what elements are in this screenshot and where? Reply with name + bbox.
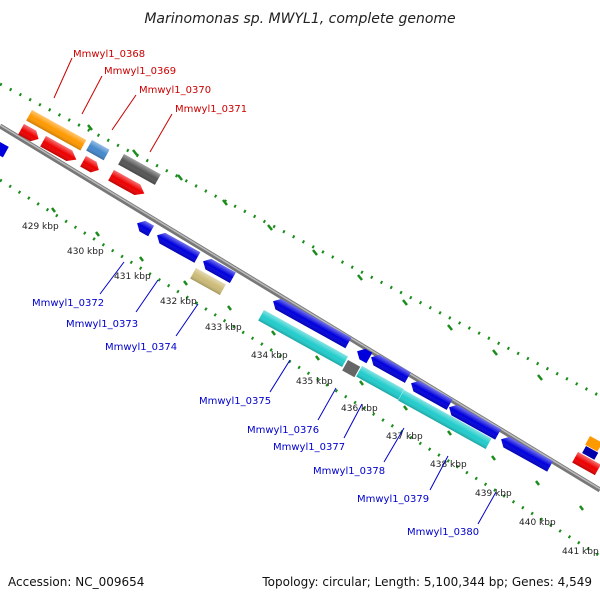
gene-label[interactable]: Mmwyl1_0376 [247, 425, 319, 436]
accession-text: Accession: NC_009654 [8, 575, 144, 589]
top-label-leaders [53, 57, 173, 153]
gene-cyan[interactable] [356, 366, 404, 400]
top-labels: Mmwyl1_0368 Mmwyl1_0369 Mmwyl1_0370 Mmwy… [73, 49, 247, 115]
gene-reverse[interactable] [498, 434, 553, 472]
gene-label[interactable]: Mmwyl1_0371 [175, 104, 247, 115]
tick-label: 429 kbp [22, 222, 59, 232]
gene-cyan[interactable] [398, 390, 492, 449]
gene-red-forward[interactable] [18, 124, 41, 144]
gene-orange[interactable] [26, 110, 87, 151]
gene-reverse[interactable] [0, 142, 9, 158]
gene-label[interactable]: Mmwyl1_0369 [104, 66, 176, 77]
genome-summary-text: Topology: circular; Length: 5,100,344 bp… [261, 575, 592, 589]
gene-cyan[interactable] [258, 310, 348, 368]
bottom-label-leaders [99, 261, 497, 525]
gene-reverse[interactable] [354, 346, 373, 364]
gene-reverse[interactable] [134, 218, 154, 237]
gene-red-forward[interactable] [40, 136, 79, 165]
gene-gray[interactable] [118, 154, 161, 185]
tick-label: 438 kbp [430, 460, 467, 470]
tick-label: 430 kbp [67, 247, 104, 257]
tick-label: 441 kbp [562, 547, 599, 557]
outer-tick-marks [87, 124, 543, 381]
tick-label: 431 kbp [114, 272, 151, 282]
gene-label[interactable]: Mmwyl1_0368 [73, 49, 145, 60]
map-title: Marinomonas sp. MWYL1, complete genome [144, 11, 455, 27]
gene-label[interactable]: Mmwyl1_0372 [32, 298, 104, 309]
gene-red-forward[interactable] [572, 452, 600, 476]
inner-tick-marks [51, 207, 584, 511]
gene-label[interactable]: Mmwyl1_0380 [407, 527, 479, 538]
tick-label: 439 kbp [475, 489, 512, 499]
gene-steelblue[interactable] [86, 140, 110, 161]
gene-label[interactable]: Mmwyl1_0374 [105, 342, 177, 353]
bottom-labels: Mmwyl1_0372 Mmwyl1_0373 Mmwyl1_0374 Mmwy… [32, 298, 479, 538]
gene-reverse[interactable] [200, 256, 236, 283]
gene-gray[interactable] [342, 360, 361, 378]
tick-label: 432 kbp [160, 297, 197, 307]
tick-label: 434 kbp [251, 351, 288, 361]
gene-reverse[interactable] [446, 402, 501, 440]
tick-labels: 429 kbp 430 kbp 431 kbp 432 kbp 433 kbp … [22, 222, 599, 557]
gene-red-forward[interactable] [80, 156, 102, 175]
gene-label[interactable]: Mmwyl1_0375 [199, 396, 271, 407]
gene-reverse[interactable] [408, 378, 453, 410]
gene-label[interactable]: Mmwyl1_0370 [139, 85, 211, 96]
gene-label[interactable]: Mmwyl1_0378 [313, 466, 385, 477]
gene-reverse[interactable] [270, 296, 352, 349]
gene-label[interactable]: Mmwyl1_0373 [66, 319, 138, 330]
tick-label: 440 kbp [519, 518, 556, 528]
gene-reverse[interactable] [154, 230, 201, 263]
gene-features [0, 110, 600, 476]
gene-reverse[interactable] [582, 446, 599, 460]
gene-label[interactable]: Mmwyl1_0379 [357, 494, 429, 505]
tick-label: 437 kbp [386, 432, 423, 442]
gene-reverse[interactable] [368, 352, 411, 383]
tick-label: 435 kbp [296, 377, 333, 387]
outer-dotted-track [0, 82, 600, 398]
tick-label: 433 kbp [205, 323, 242, 333]
gene-khaki[interactable] [190, 268, 226, 295]
gene-label[interactable]: Mmwyl1_0377 [273, 442, 345, 453]
inner-dotted-track [0, 178, 600, 558]
gene-orange[interactable] [585, 436, 600, 452]
gene-red-forward[interactable] [108, 170, 147, 199]
